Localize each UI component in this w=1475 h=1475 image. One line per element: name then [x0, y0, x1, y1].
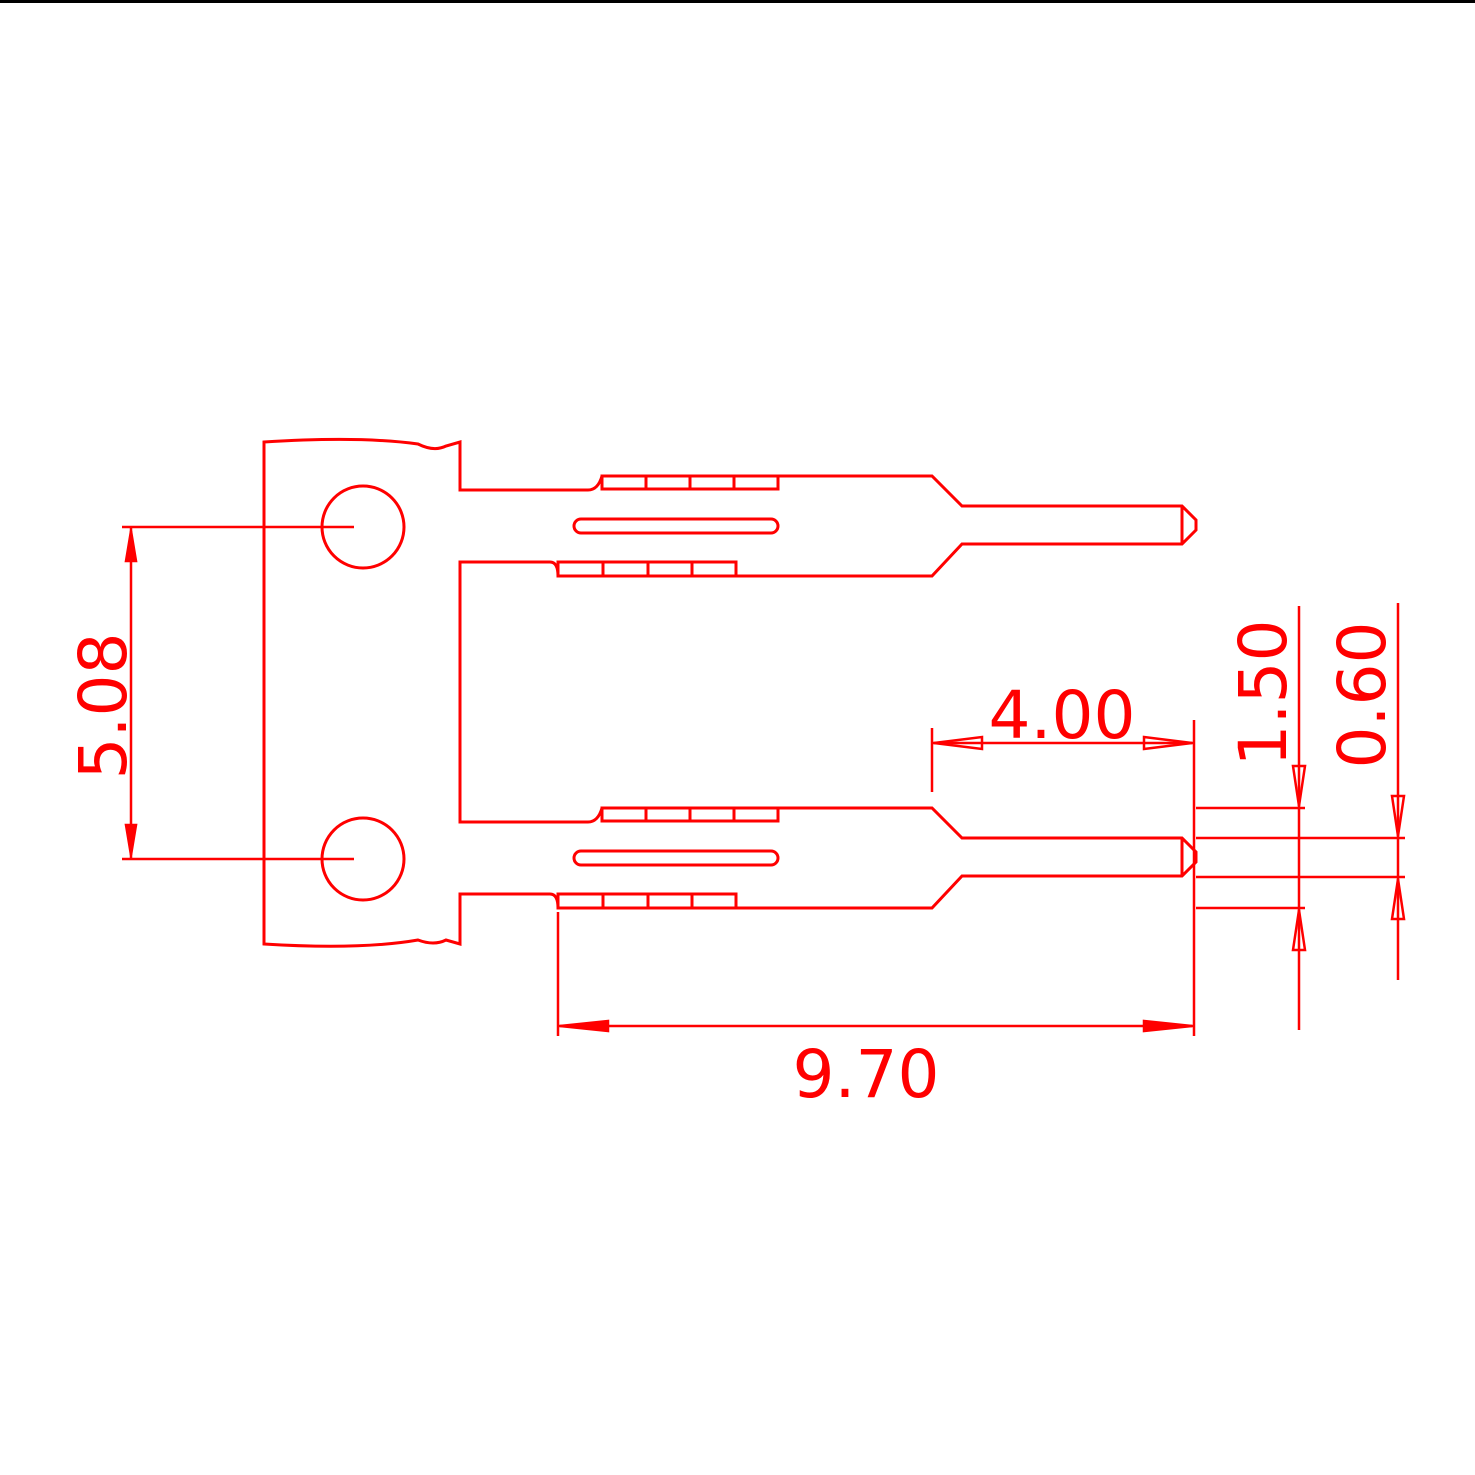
dimension-pin-thickness-label: 0.60	[1324, 622, 1401, 769]
dimension-pitch: 5.08	[65, 527, 142, 859]
dimension-pitch-label: 5.08	[65, 633, 142, 780]
dimension-pin-length-label: 4.00	[989, 677, 1136, 754]
dimension-contact-width-label: 1.50	[1225, 620, 1302, 767]
upper-contact-serrations	[556, 474, 780, 578]
lower-contact-serrations	[556, 806, 780, 910]
dimension-contact-width: 1.50	[1196, 606, 1307, 1030]
carrier-body-outline	[262, 437, 1198, 948]
dimension-overall-length-label: 9.70	[793, 1036, 940, 1113]
dimension-pin-length: 4.00	[930, 677, 1196, 1036]
terminal-part-outline	[122, 437, 1198, 948]
dimension-overall-length: 9.70	[556, 912, 1194, 1113]
dimension-pin-thickness: 0.60	[1196, 603, 1406, 980]
